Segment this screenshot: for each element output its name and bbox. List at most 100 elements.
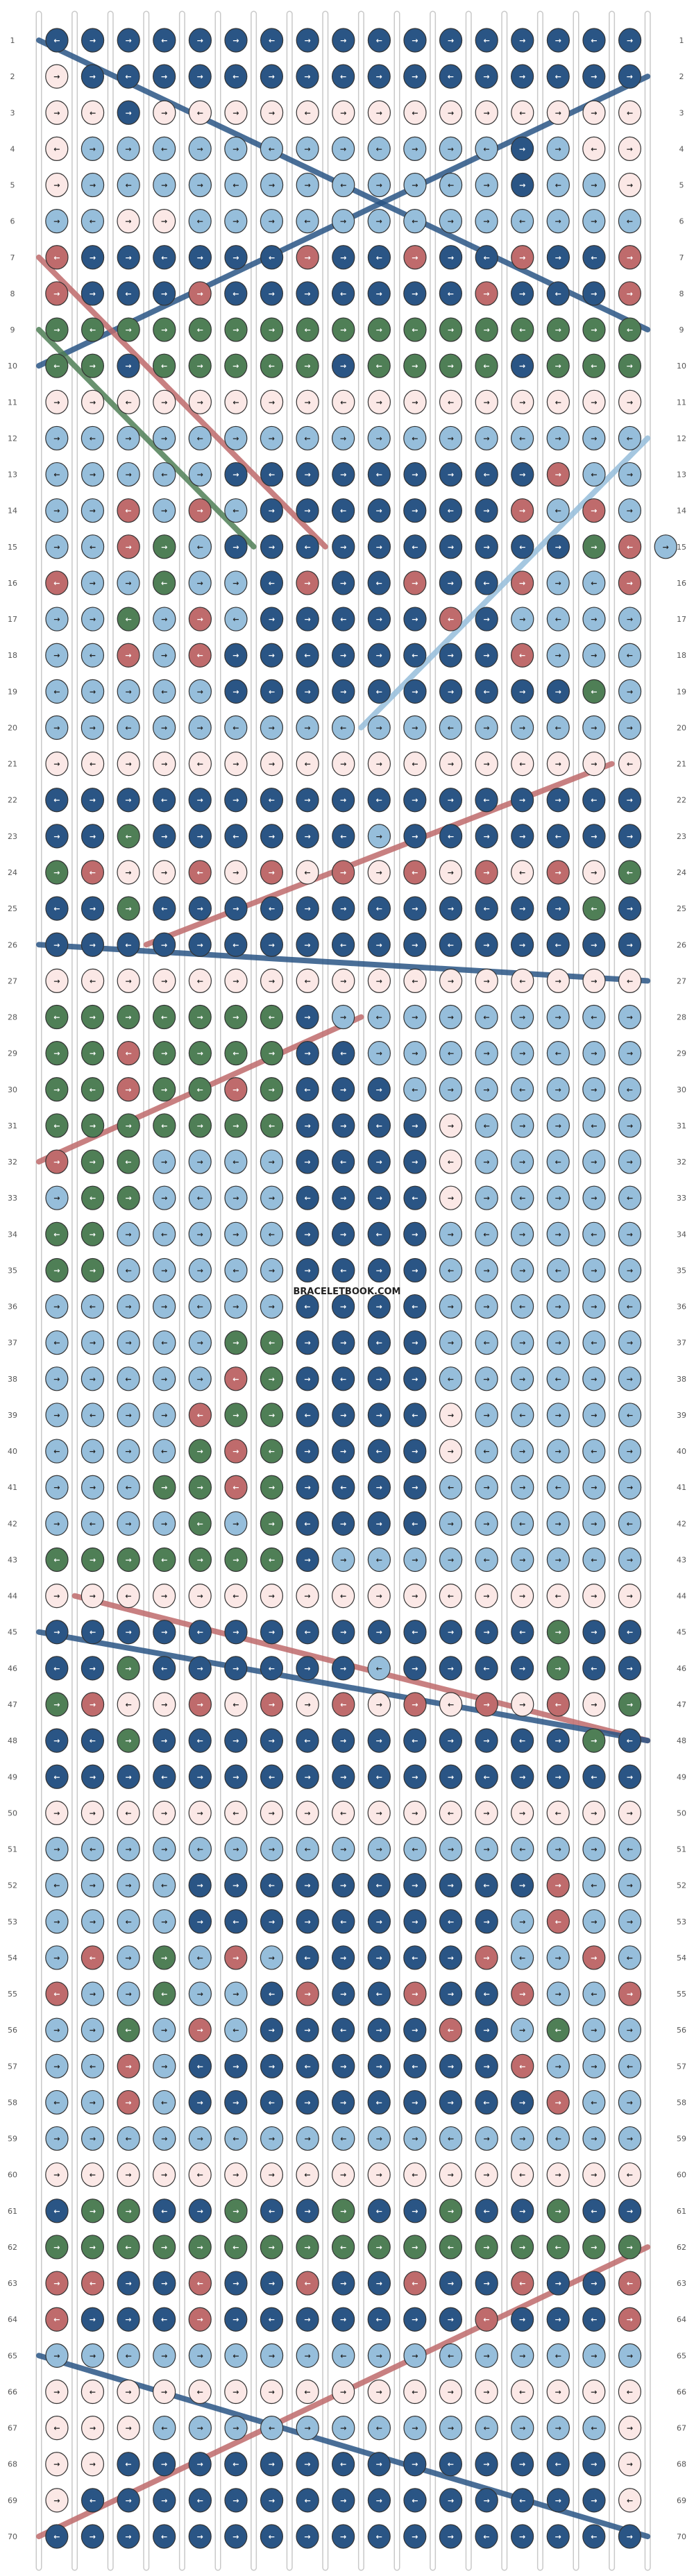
knot: ← [45, 679, 69, 704]
row-number-left: 10 [8, 362, 17, 371]
row-number-left: 48 [8, 1736, 17, 1745]
knot: → [332, 136, 355, 161]
knot-direction-arrow: → [90, 615, 96, 624]
knot: ← [332, 715, 355, 740]
knot-direction-arrow: ← [53, 1772, 60, 1781]
knot-direction-arrow: ← [304, 1303, 310, 1312]
knot: → [332, 1113, 355, 1138]
knot-direction-arrow: → [305, 2135, 311, 2144]
knot-direction-arrow: ← [232, 1375, 239, 1384]
knot-direction-arrow: → [197, 2315, 203, 2324]
knot-direction-arrow: → [197, 144, 203, 153]
knot-direction-arrow: → [555, 651, 561, 660]
knot-direction-arrow: → [412, 2532, 418, 2541]
knot: → [332, 461, 355, 487]
knot-direction-arrow: → [232, 325, 239, 334]
knot: → [618, 1584, 642, 1609]
knot-direction-arrow: → [304, 2315, 310, 2324]
knot: → [403, 1149, 427, 1174]
knot-direction-arrow: ← [161, 579, 167, 588]
knot: ← [296, 425, 319, 451]
knot-direction-arrow: ← [591, 1555, 597, 1564]
knot-direction-arrow: ← [340, 2135, 346, 2144]
knot-direction-arrow: → [53, 434, 60, 443]
knot: ← [511, 100, 534, 125]
knot: ← [582, 1873, 606, 1898]
knot: → [188, 570, 212, 595]
knot: → [403, 1475, 427, 1500]
knot: ← [45, 136, 69, 161]
knot: ← [332, 1475, 355, 1500]
knot: → [45, 389, 69, 414]
knot-direction-arrow: → [304, 1447, 310, 1456]
knot-direction-arrow: → [305, 2424, 311, 2433]
knot: → [582, 534, 606, 559]
knot-direction-arrow: → [197, 1990, 203, 1999]
knot-direction-arrow: → [448, 362, 454, 371]
knot: ← [117, 2343, 140, 2368]
knot: → [296, 281, 319, 306]
knot: ← [153, 1004, 176, 1030]
knot-direction-arrow: → [53, 2496, 60, 2505]
row-number-left: 42 [8, 1519, 17, 1528]
knot: ← [511, 1620, 534, 1645]
knot-direction-arrow: → [591, 2351, 597, 2360]
knot-direction-arrow: → [197, 615, 203, 624]
knot-direction-arrow: → [161, 1194, 167, 1203]
knot: → [511, 1257, 534, 1283]
knot-direction-arrow: → [448, 108, 454, 117]
knot-direction-arrow: → [483, 434, 489, 443]
knot-direction-arrow: → [591, 615, 597, 624]
knot-direction-arrow: → [304, 2460, 310, 2469]
knot-direction-arrow: → [376, 2243, 382, 2252]
knot: ← [81, 643, 104, 668]
knot-direction-arrow: → [412, 1555, 418, 1564]
knot-direction-arrow: → [412, 1700, 418, 1709]
knot-direction-arrow: → [591, 108, 597, 117]
knot-direction-arrow: → [555, 1736, 561, 1745]
knot: → [439, 968, 463, 993]
knot-direction-arrow: → [197, 723, 203, 732]
knot-direction-arrow: → [376, 1085, 382, 1094]
knot-direction-arrow: → [555, 1990, 561, 1999]
knot-direction-arrow: ← [519, 2387, 525, 2396]
knot: → [618, 172, 642, 198]
row-number-left: 3 [10, 108, 15, 117]
knot-direction-arrow: ← [197, 2387, 203, 2396]
knot: → [618, 1330, 642, 1355]
knot-direction-arrow: → [161, 181, 167, 190]
knot: → [403, 2452, 427, 2477]
knot-direction-arrow: ← [304, 434, 310, 443]
knot-direction-arrow: → [304, 940, 310, 949]
knot: → [439, 1077, 463, 1102]
knot-direction-arrow: → [125, 2315, 131, 2324]
knot-direction-arrow: ← [304, 651, 310, 660]
knot: → [260, 100, 284, 125]
knot-direction-arrow: → [161, 108, 167, 117]
knot-direction-arrow: → [627, 1158, 633, 1167]
knot: ← [260, 1547, 284, 1573]
knot: → [153, 425, 176, 451]
knot-direction-arrow: ← [90, 2279, 96, 2288]
knot-direction-arrow: → [448, 325, 454, 334]
row-number-left: 38 [8, 1375, 17, 1384]
knot-direction-arrow: ← [53, 1339, 60, 1348]
knot-direction-arrow: ← [627, 868, 633, 877]
knot-direction-arrow: → [663, 543, 669, 552]
knot: ← [332, 1800, 355, 1825]
knot-direction-arrow: → [340, 108, 346, 117]
knot: ← [475, 1547, 498, 1573]
knot: → [582, 1800, 606, 1825]
knot-direction-arrow: ← [483, 1230, 489, 1239]
knot: → [546, 1728, 570, 1753]
knot: → [403, 1439, 427, 1464]
knot-direction-arrow: → [412, 1917, 418, 1926]
knot-direction-arrow: ← [448, 1158, 454, 1167]
row-number-right: 28 [677, 1013, 686, 1022]
knot-direction-arrow: ← [627, 217, 633, 226]
knot: → [510, 2090, 534, 2115]
knot-direction-arrow: → [340, 1736, 346, 1745]
knot: → [117, 1185, 140, 1210]
knot: ← [582, 353, 606, 378]
knot-direction-arrow: ← [376, 1664, 382, 1673]
